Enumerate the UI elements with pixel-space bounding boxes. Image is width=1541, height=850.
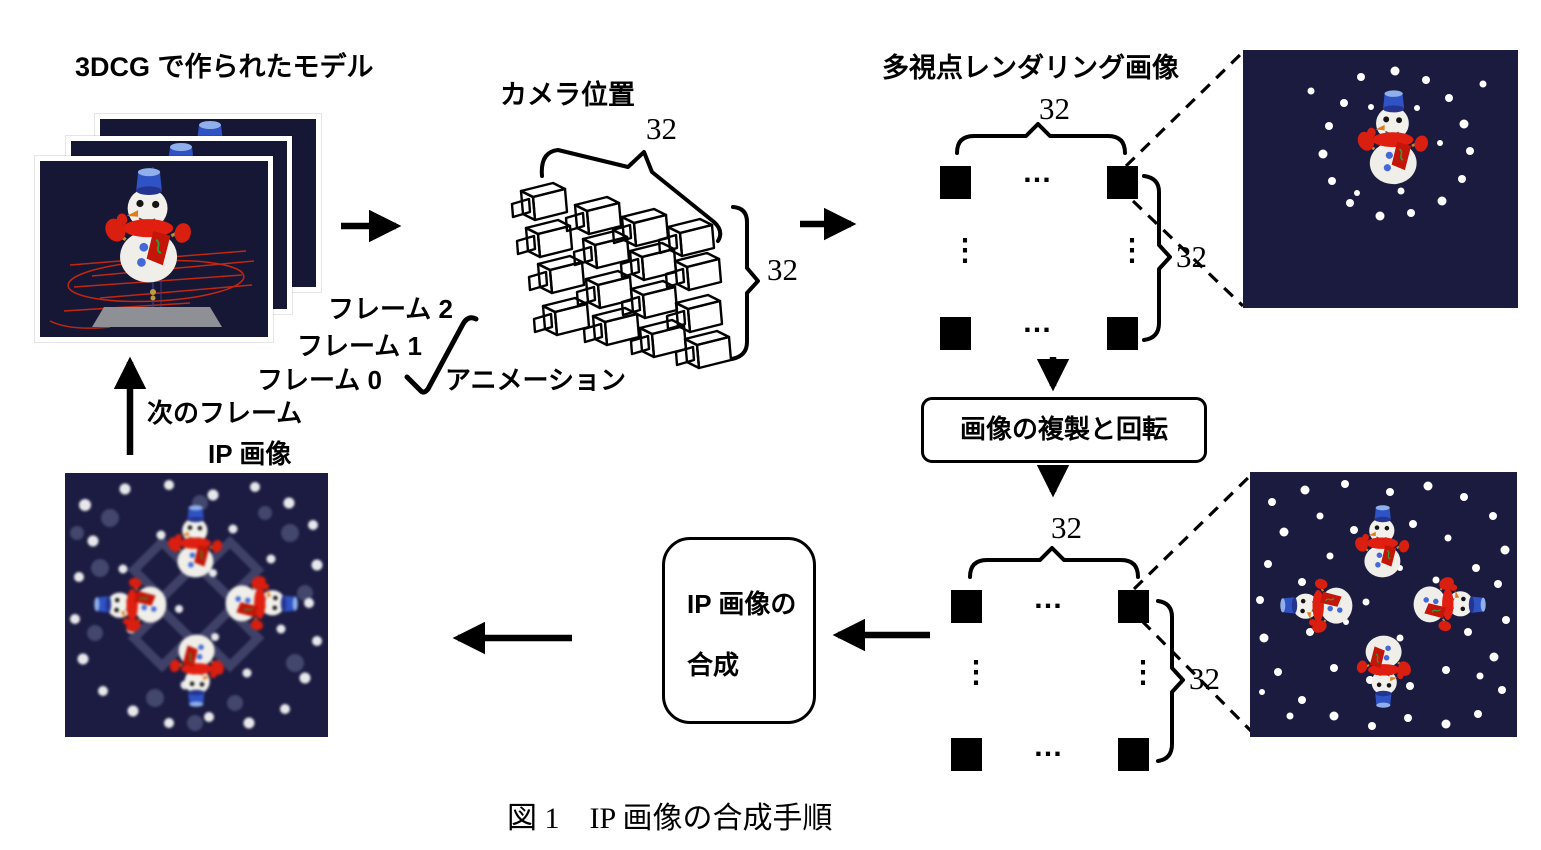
ip-synthesis-box: IP 画像の 合成: [662, 537, 816, 724]
model-frame-0: [35, 156, 273, 342]
replicated-view-panel: [1250, 472, 1517, 737]
count-grid1-horizontal: 32: [1039, 91, 1070, 126]
count-cameras-horizontal: 32: [646, 111, 677, 146]
grid2-square-bl: [951, 738, 982, 771]
grid1-dots-top: …: [1022, 156, 1054, 189]
camera-array-icon: [510, 181, 733, 370]
rendered-view-art: [1307, 66, 1487, 221]
replicated-view-art: [1256, 480, 1510, 730]
count-cameras-vertical: 32: [767, 252, 798, 287]
brace-grid1-right: [1142, 174, 1172, 342]
snowman-model-illustration: [49, 166, 255, 329]
ip-image-panel: [65, 473, 328, 737]
count-grid2-vertical: 32: [1189, 661, 1220, 696]
count-grid2-horizontal: 32: [1051, 510, 1082, 545]
dashed-connector-grid2-top: [1132, 473, 1253, 591]
grid1-dots-bottom: …: [1022, 306, 1054, 339]
count-grid1-vertical: 32: [1176, 239, 1207, 274]
grid1-square-tr: [1107, 166, 1138, 199]
next-frame-label: 次のフレーム: [147, 398, 303, 428]
frame-0-label: フレーム 0: [257, 365, 382, 395]
grid2-square-tl: [951, 590, 982, 623]
duplicate-rotate-label: 画像の複製と回転: [959, 414, 1168, 445]
grid1-dots-left: ⋮: [950, 234, 980, 267]
ip-image-label: IP 画像: [208, 439, 292, 469]
ip-synthesis-label-line2: 合成: [687, 650, 740, 680]
brace-grid2-right: [1156, 599, 1185, 763]
platform: [92, 307, 222, 327]
rendered-view-panel: [1243, 50, 1518, 308]
frame-2-label: フレーム 2: [328, 294, 453, 324]
grid2-square-br: [1118, 738, 1149, 771]
ip-synthesis-label-line1: IP 画像の: [687, 589, 797, 619]
grid2-dots-left: ⋮: [961, 656, 991, 689]
grid2-square-tr: [1118, 590, 1149, 623]
grid1-square-bl: [940, 317, 971, 350]
duplicate-rotate-box: 画像の複製と回転: [921, 397, 1207, 463]
brace-grid2-top: [968, 546, 1140, 579]
animation-label: アニメーション: [445, 365, 626, 395]
grid1-square-tl: [940, 166, 971, 199]
brace-grid1-top: [955, 122, 1127, 155]
multiview-title-label: 多視点レンダリング画像: [882, 53, 1179, 83]
brace-cameras-top: [539, 148, 723, 243]
grid2-dots-bottom: …: [1033, 730, 1065, 763]
grid2-dots-right: ⋮: [1128, 656, 1158, 689]
frame-1-label: フレーム 1: [297, 331, 422, 361]
model-title-label: 3DCG で作られたモデル: [75, 52, 374, 82]
figure-caption: 図 1 IP 画像の合成手順: [507, 802, 833, 835]
ip-image-art: [70, 480, 323, 731]
grid1-dots-right: ⋮: [1117, 234, 1147, 267]
brace-cameras-right: [730, 205, 760, 361]
camera-position-label: カメラ位置: [500, 80, 635, 110]
grid2-dots-top: …: [1033, 582, 1065, 615]
grid1-square-br: [1107, 317, 1138, 350]
